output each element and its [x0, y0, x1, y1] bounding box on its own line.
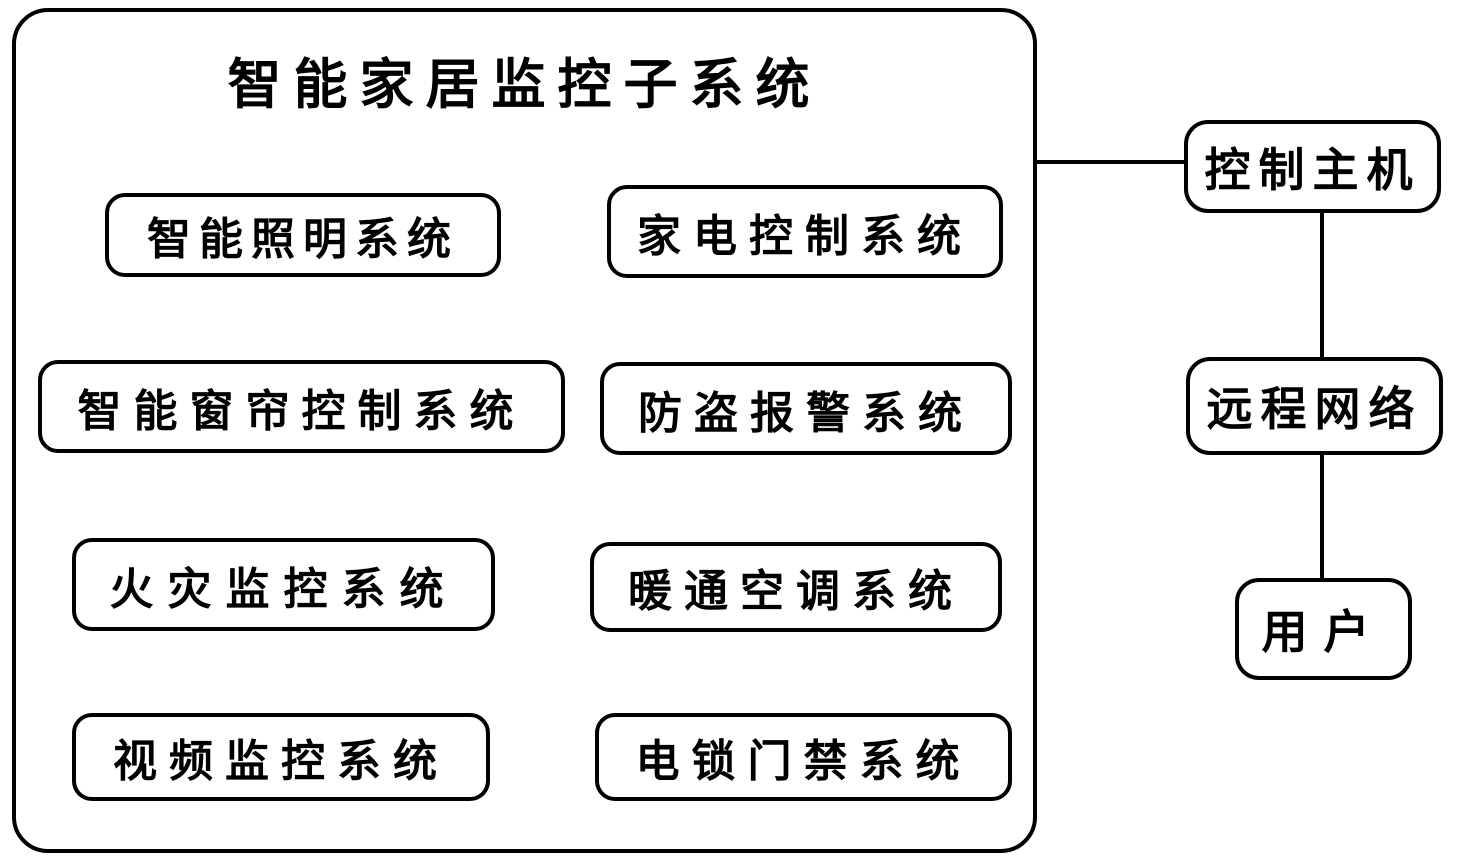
subsystem-box-burglar-alarm: 防盗报警系统	[600, 362, 1012, 455]
subsystem-box-video-surveillance: 视频监控系统	[72, 713, 490, 801]
node-control-host: 控制主机	[1184, 120, 1441, 213]
subsystem-box-smart-curtain-control: 智能窗帘控制系统	[38, 360, 565, 453]
connector-main-to-control-host	[1035, 160, 1184, 164]
subsystem-box-hvac: 暖通空调系统	[590, 542, 1002, 632]
main-system-title: 智能家居监控子系统	[227, 53, 822, 116]
subsystem-box-appliance-control: 家电控制系统	[607, 185, 1003, 278]
subsystem-box-smart-lighting: 智能照明系统	[105, 193, 501, 277]
connector-remote-network-to-user	[1320, 454, 1324, 579]
node-remote-network: 远程网络	[1186, 357, 1443, 455]
subsystem-box-electric-lock-access: 电锁门禁系统	[595, 713, 1012, 801]
node-user: 用户	[1235, 578, 1412, 680]
subsystem-box-fire-monitoring: 火灾监控系统	[72, 538, 495, 631]
connector-control-host-to-remote-network	[1320, 212, 1324, 358]
